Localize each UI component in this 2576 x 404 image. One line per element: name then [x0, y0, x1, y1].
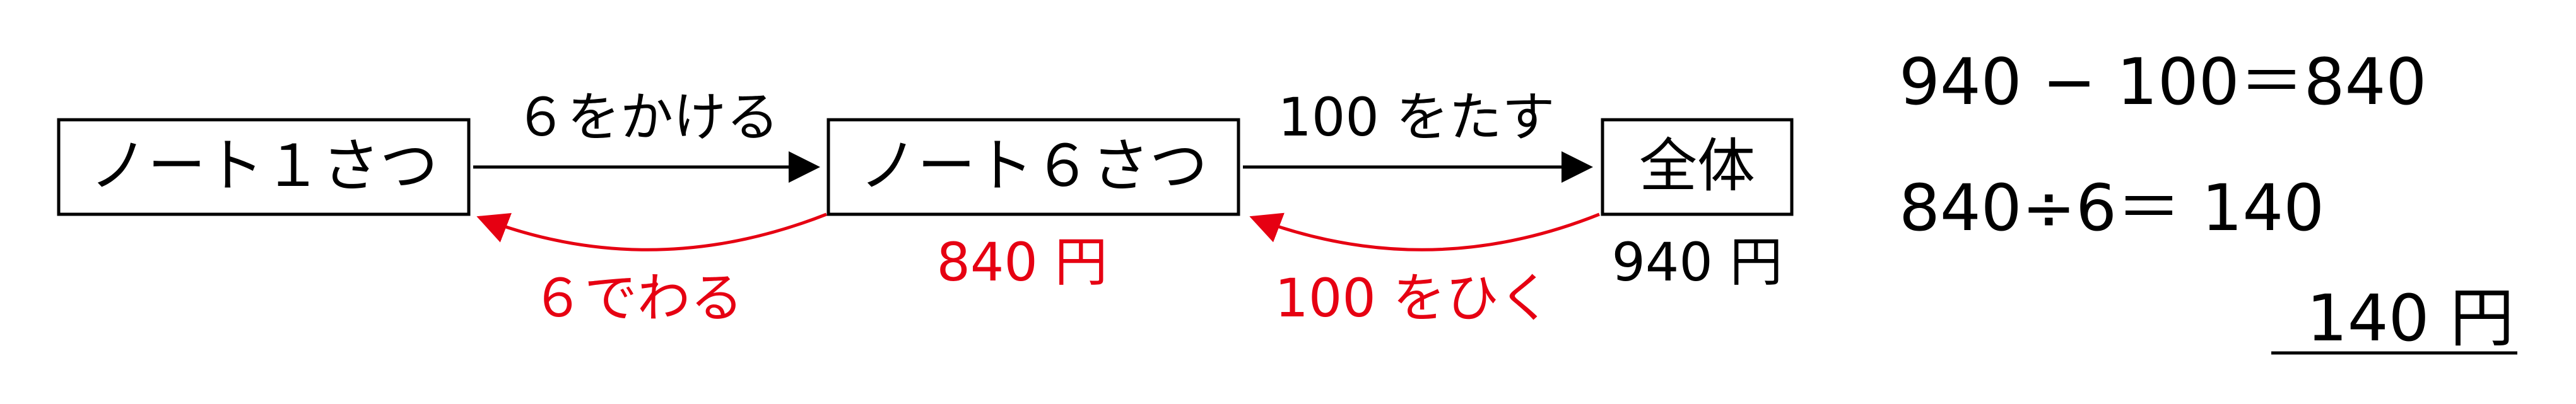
node-total: 全体 [1601, 118, 1794, 216]
node-six-notebooks-label: ノート６さつ [859, 132, 1208, 200]
arrow-backward-divide [476, 212, 827, 251]
calc-answer: 140 円 [2307, 281, 2514, 356]
arrow-backward-subtract [1249, 212, 1600, 251]
label-multiply: ６をかける [514, 86, 779, 148]
value-six-notebooks-price: 840 円 [936, 231, 1107, 293]
label-divide: ６でわる [531, 267, 743, 329]
value-total-price: 940 円 [1611, 231, 1782, 293]
label-subtract: 100 をひく [1274, 267, 1551, 329]
node-total-label: 全体 [1639, 132, 1755, 200]
node-six-notebooks: ノート６さつ [826, 118, 1240, 216]
label-add: 100 をたす [1278, 86, 1555, 148]
node-one-notebook: ノート１さつ [57, 118, 471, 216]
calc-line-2: 840÷6＝ 140 [1899, 171, 2324, 246]
calc-line-1: 940 − 100＝840 [1899, 45, 2426, 120]
node-one-notebook-label: ノート１さつ [90, 132, 438, 200]
